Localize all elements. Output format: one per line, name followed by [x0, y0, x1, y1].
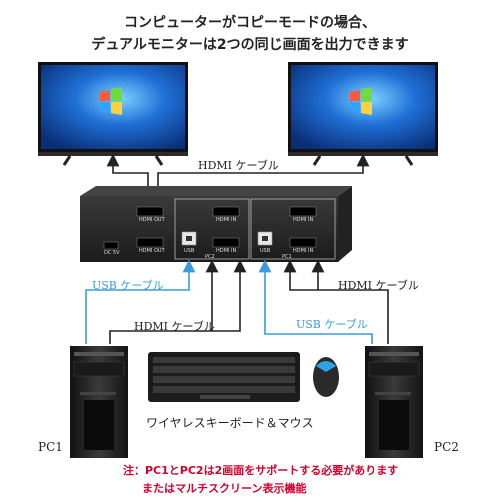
kvm-switch	[80, 186, 352, 262]
pc1-label: PC1	[38, 440, 63, 454]
port-label-hdmi-out: HDMI OUT	[139, 217, 165, 223]
hdmi-cable-to-monitors	[106, 153, 370, 188]
port-label-hdmi-in: HDMI IN	[293, 248, 314, 254]
wireless-keyboard	[148, 352, 300, 402]
pc2-tower	[365, 346, 423, 458]
hdmi-cable-mid	[109, 259, 247, 344]
note-line-2: またはマルチスクリーン表示機能	[142, 482, 307, 495]
group-label-pc2: PC2	[205, 254, 215, 260]
hdmi-cable-right	[283, 259, 389, 344]
windows-logo-icon	[100, 87, 122, 115]
wireless-mouse	[313, 357, 339, 397]
usb-cable-right	[258, 259, 373, 344]
usb-cable-label-right: USB ケーブル	[296, 318, 368, 331]
port-label-usb: USB	[184, 248, 195, 254]
keyboard-mouse-label: ワイヤレスキーボード＆マウス	[146, 416, 314, 430]
pc1-tower	[70, 346, 128, 458]
monitor-right	[288, 62, 438, 166]
usb-cable-left	[85, 259, 196, 344]
header-line-1: コンピューターがコピーモードの場合、	[124, 15, 376, 31]
note-line-1: 注：PC1とPC2は2画面をサポートする必要があります	[123, 464, 399, 477]
group-label-pc1: PC1	[282, 254, 292, 260]
hdmi-cable-label-right: HDMI ケーブル	[338, 279, 419, 292]
port-label-hdmi-in: HDMI IN	[216, 217, 237, 223]
header-line-2: デュアルモニターは2つの同じ画面を出力できます	[91, 37, 409, 53]
port-label-hdmi-out: HDMI OUT	[139, 248, 165, 254]
hdmi-cable-label-top: HDMI ケーブル	[198, 159, 279, 172]
port-label-dc: DC 5V	[104, 250, 120, 256]
windows-logo-icon	[350, 87, 372, 115]
monitor-left	[38, 62, 188, 166]
usb-cable-label-left: USB ケーブル	[92, 279, 164, 292]
port-label-hdmi-in: HDMI IN	[216, 248, 237, 254]
hdmi-cable-label-mid: HDMI ケーブル	[134, 320, 215, 333]
pc2-label: PC2	[434, 440, 459, 454]
port-label-usb: USB	[260, 248, 271, 254]
port-label-hdmi-in: HDMI IN	[293, 217, 314, 223]
